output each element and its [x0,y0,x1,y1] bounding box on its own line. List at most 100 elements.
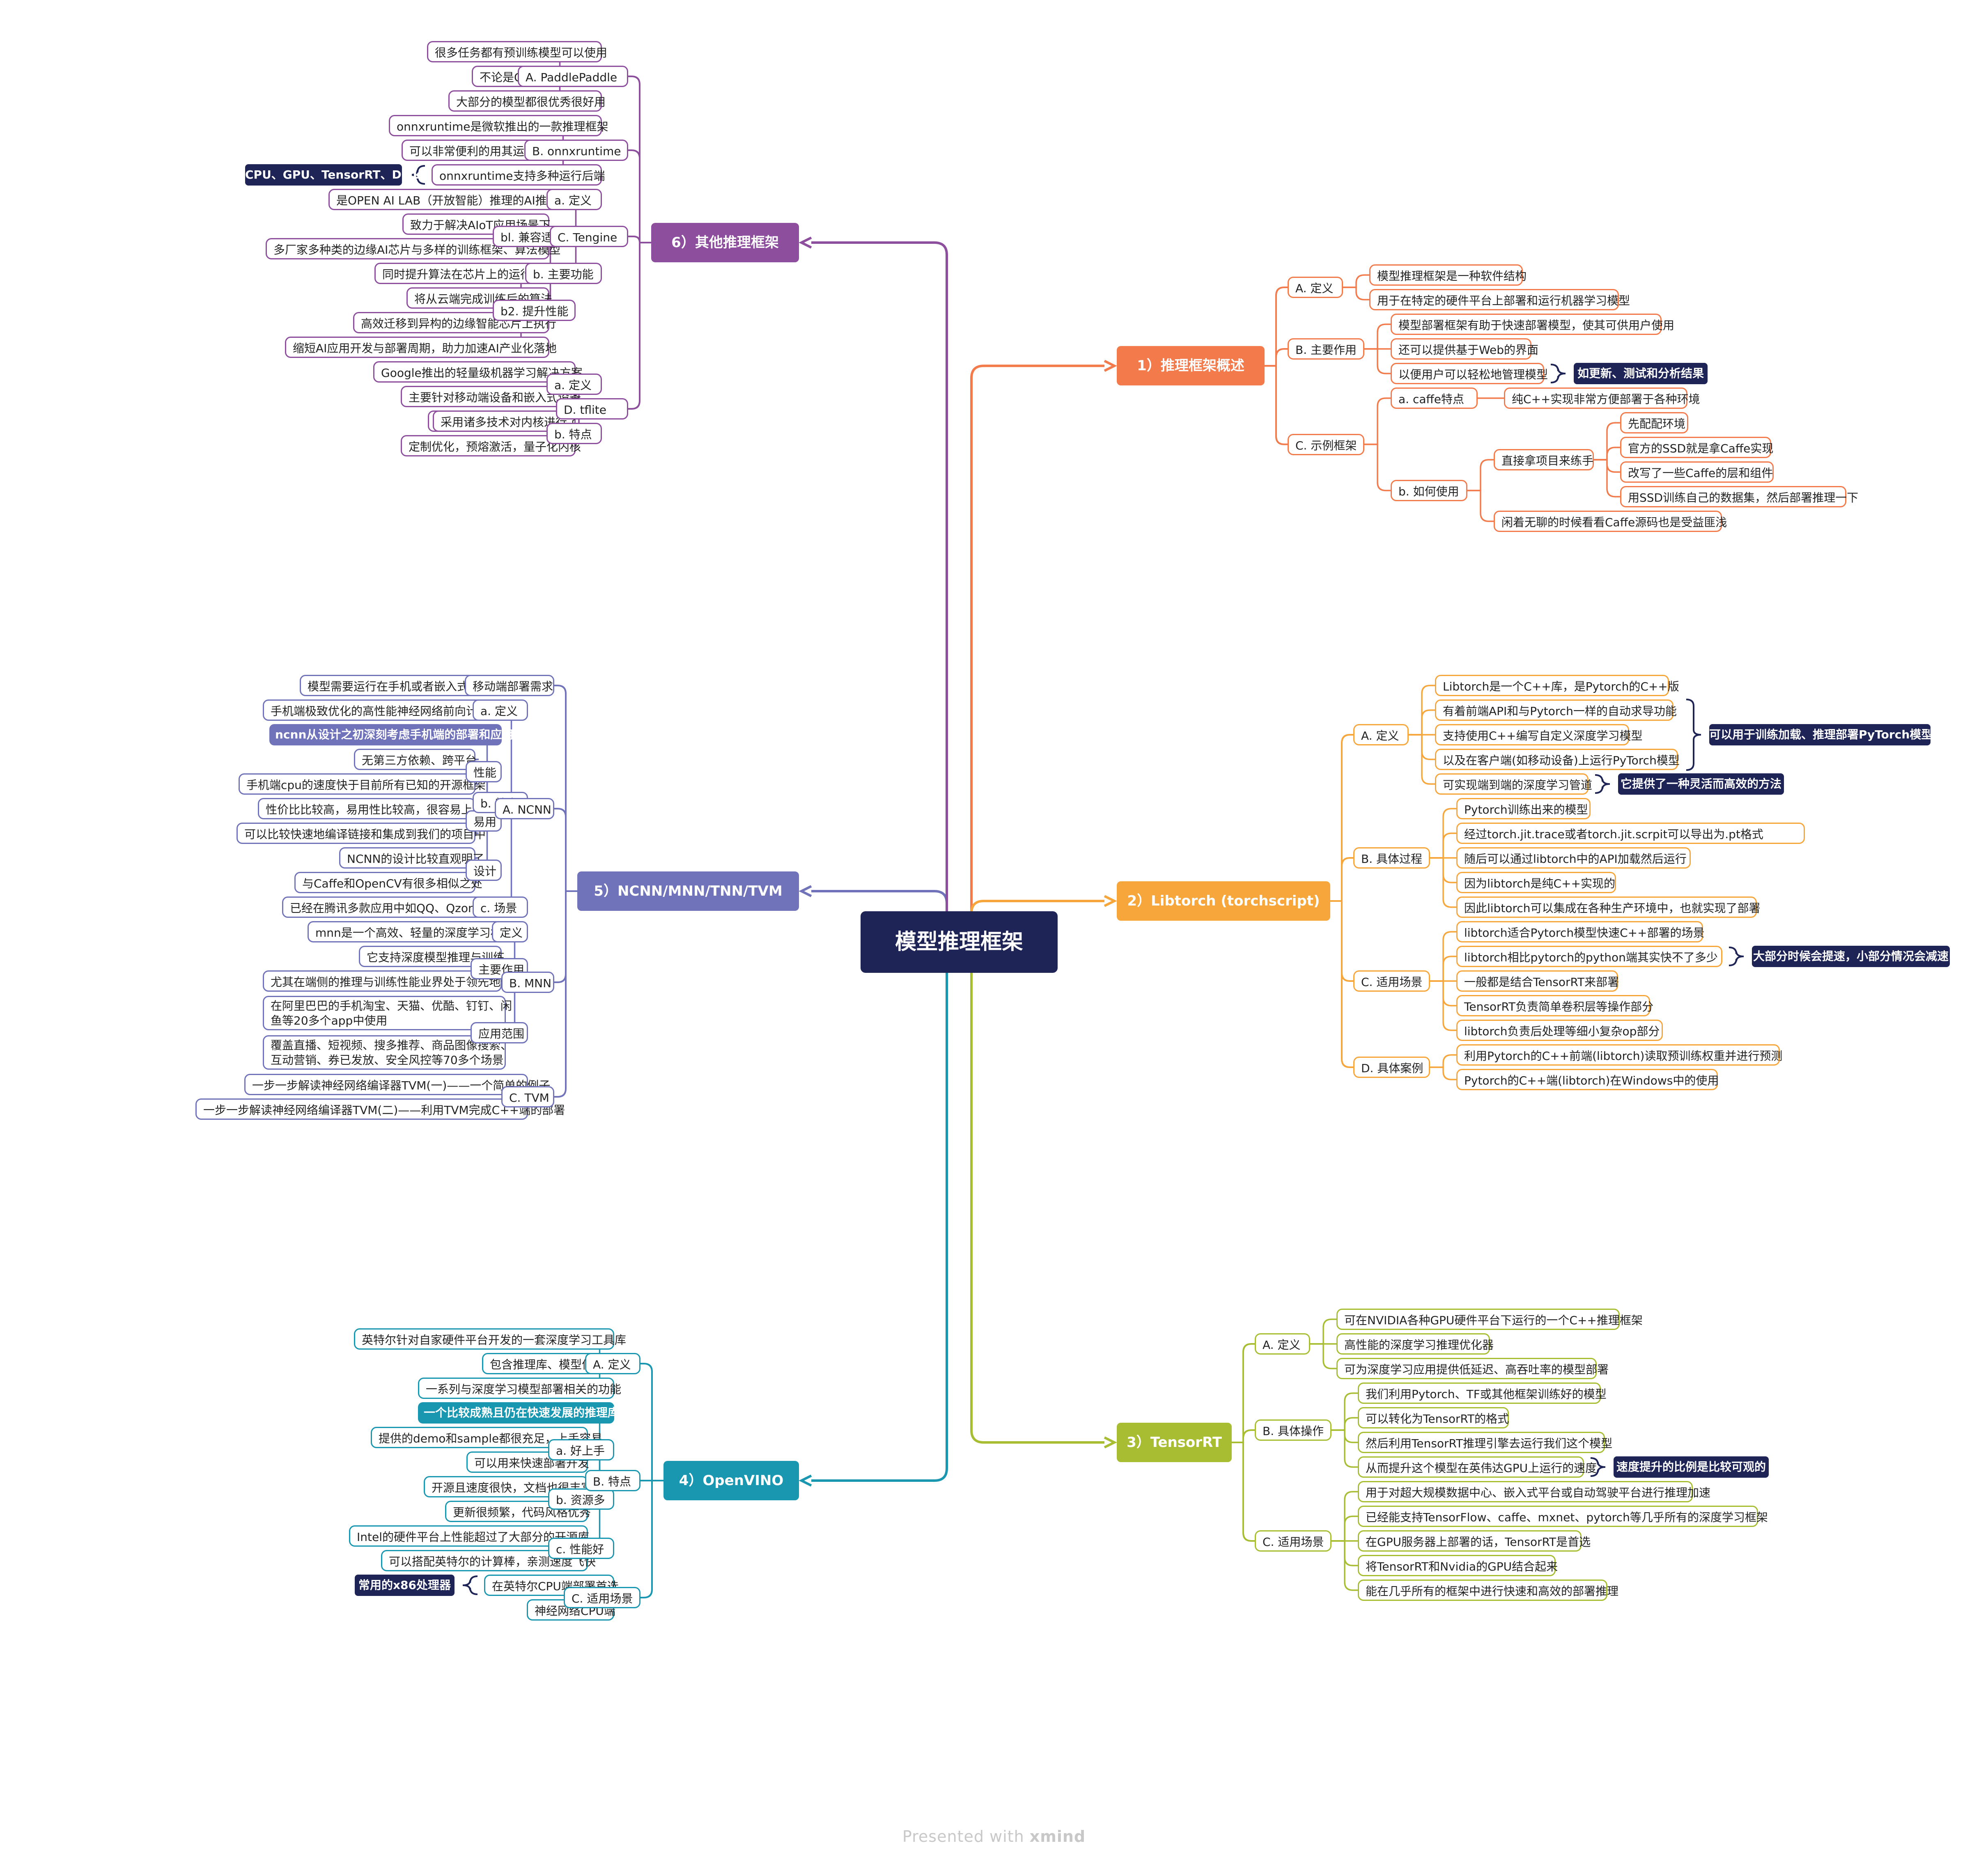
node-b2-c2-c4[interactable]: 能在几乎所有的框架中进行快速和高效的部署推理 [1358,1580,1618,1601]
node-b4-c1-c1-c3[interactable]: 设计 [466,860,502,881]
node-b0-c1-c0[interactable]: 模型部署框架有助于快速部署模型，使其可供用户使用 [1391,314,1674,335]
node-b5-c3-c1[interactable]: b. 特点 [546,423,602,444]
node-b4-c1-c0-c0[interactable]: 手机端极致优化的高性能神经网络前向计算框架 [263,699,512,721]
node-b2-c0-c2[interactable]: 可为深度学习应用提供低延迟、高吞吐率的模型部署 [1336,1358,1609,1379]
node-b0-c1[interactable]: B. 主要作用 [1288,338,1364,360]
node-b1-c2[interactable]: C. 适用场景 [1353,970,1430,992]
node-b1-c1-c2[interactable]: 随后可以通过libtorch中的API加载然后运行 [1456,847,1691,869]
node-b4-c1-c2[interactable]: c. 场景 [473,896,528,918]
node-b0-c1-c1[interactable]: 还可以提供基于Web的界面 [1391,338,1538,360]
node-b0-c0[interactable]: A. 定义 [1288,277,1343,298]
node-b4-c1-c2-c0[interactable]: 已经在腾讯多款应用中如QQ、Qzone、微信 [282,896,517,918]
node-b5-c1-c2[interactable]: onnxruntime支持多种运行后端 [432,164,605,186]
node-b2-c1[interactable]: B. 具体操作 [1255,1419,1331,1441]
node-b2-c0-c1[interactable]: 高性能的深度学习推理优化器 [1336,1333,1494,1355]
node-b4-c1-c1-c1[interactable]: 性能 [466,761,502,782]
node-b3-c1-c2-c1[interactable]: 更新很频繁，代码风格优秀 [445,1501,591,1522]
node-b4-c3-c1[interactable]: 一步一步解读神经网络编译器TVM(二)——利用TVM完成C++端的部署 [195,1098,565,1120]
node-b5-c2-c1-c1-c3[interactable]: 缩短AI应用开发与部署周期，助力加速AI产业化落地 [285,337,557,358]
node-b0-c2-c1-c0-c2[interactable]: 改写了一些Caffe的层和组件 [1620,461,1774,483]
node-b4-c2-c1-c1[interactable]: 尤其在端侧的推理与训练性能业界处于领先地位 [263,970,512,992]
node-b2-c1-c2[interactable]: 然后利用TensorRT推理引擎去运行我们这个模型 [1358,1432,1612,1453]
branch-2[interactable]: 2）Libtorch (torchscript) [1117,881,1330,921]
libtorch-group-note[interactable]: 可以用于训练加载、推理部署PyTorch模型 [1709,724,1933,745]
node-b1-c1-c0[interactable]: Pytorch训练出来的模型 [1456,798,1591,819]
node-b3-c1-c2[interactable]: b. 资源多 [548,1488,614,1510]
node-b5-c0-c0[interactable]: 很多任务都有预训练模型可以使用 [427,41,607,62]
node-b1-c2-c3[interactable]: TensorRT负责简单卷积层等操作部分 [1456,995,1653,1016]
node-b4-c2-c0-c0[interactable]: mnn是一个高效、轻量的深度学习框架 [308,921,514,942]
node-b0-c2-c1-c1[interactable]: 闲着无聊的时候看看Caffe源码也是受益匪浅 [1494,511,1727,532]
branch-5[interactable]: 5）NCNN/MNN/TNN/TVM [577,871,799,911]
node-b1-c2-c1[interactable]: libtorch相比pytorch的python端其实快不了多少 [1456,946,1722,967]
node-b4-c2-c2-c0[interactable]: 在阿里巴巴的手机淘宝、天猫、优酷、钉钉、闲鱼等20多个app中使用 [263,996,512,1030]
node-b0-c0-c1[interactable]: 用于在特定的硬件平台上部署和运行机器学习模型 [1369,289,1630,310]
node-b1-c0-c3[interactable]: 以及在客户端(如移动设备)上运行PyTorch模型 [1435,749,1680,770]
root-title[interactable]: 模型推理框架 [861,911,1058,973]
node-b5-c3-c0[interactable]: a. 定义 [546,374,602,395]
node-b0-c1-c2-note[interactable]: 如更新、测试和分析结果 [1574,363,1708,384]
node-b1-c3[interactable]: D. 具体案例 [1353,1057,1430,1078]
node-b2-c2-c0[interactable]: 用于对超大规模数据中心、嵌入式平台或自动驾驶平台进行推理加速 [1358,1481,1710,1502]
node-b2-c1-c3[interactable]: 从而提升这个模型在英伟达GPU上运行的速度 [1358,1456,1597,1478]
node-b3-c0-c2[interactable]: 一系列与深度学习模型部署相关的功能 [418,1378,621,1399]
node-b0-c2-c1-c0-c1[interactable]: 官方的SSD就是拿Caffe实现 [1620,437,1773,458]
node-b3-c2[interactable]: C. 适用场景 [564,1587,640,1608]
node-b2-c2-c3[interactable]: 将TensorRT和Nvidia的GPU结合起来 [1358,1555,1558,1576]
node-b1-c0-c1[interactable]: 有着前端API和与Pytorch一样的自动求导功能 [1435,699,1677,721]
node-b0-c2-c0-c0[interactable]: 纯C++实现非常方便部署于各种环境 [1504,387,1700,409]
node-b1-c1-c4[interactable]: 因此libtorch可以集成在各种生产环境中，也就实现了部署 [1456,896,1760,918]
node-b5-c2-c0[interactable]: a. 定义 [546,189,602,210]
node-b1-c0-c0[interactable]: Libtorch是一个C++库，是Pytorch的C++版 [1435,675,1679,696]
node-b2-c1-c3-note[interactable]: 速度提升的比例是比较可观的 [1614,1456,1769,1478]
node-b4-c1-c1-c1-c1[interactable]: 手机端cpu的速度快于目前所有已知的开源框架 [239,773,486,795]
node-b0-c1-c2[interactable]: 以便用户可以轻松地管理模型 [1391,363,1548,384]
node-b4-c2-c2-c1[interactable]: 覆盖直播、短视频、搜多推荐、商品图像搜索、互动营销、券已发放、安全风控等70多个… [263,1035,512,1070]
node-b1-c3-c1[interactable]: Pytorch的C++端(libtorch)在Windows中的使用 [1456,1069,1719,1090]
node-b5-c3-c0-c0[interactable]: Google推出的轻量级机器学习解决方案 [373,361,583,383]
node-b1-c2-c2[interactable]: 一般都是结合TensorRT来部署 [1456,970,1619,992]
node-b0-c2-c1-c0-c3[interactable]: 用SSD训练自己的数据集，然后部署推理一下 [1620,486,1858,507]
node-b1-c2-c4[interactable]: libtorch负责后处理等细小复杂op部分 [1456,1020,1663,1041]
node-b3-c2-c0-note[interactable]: 常用的x86处理器 [355,1575,455,1596]
node-b3-c0-c0[interactable]: 英特尔针对自家硬件平台开发的一套深度学习工具库 [354,1328,626,1350]
node-b1-c1[interactable]: B. 具体过程 [1353,847,1430,869]
branch-1[interactable]: 1）推理框架概述 [1117,346,1265,386]
node-b1-c2-c0[interactable]: libtorch适合Pytorch模型快速C++部署的场景 [1456,921,1705,942]
node-b1-c0-c4-note[interactable]: 它提供了一种灵活而高效的方法 [1618,773,1784,795]
node-b4-c1-c1-c3-c1[interactable]: 与Caffe和OpenCV有很多相似之处 [294,872,482,893]
node-b5-c3[interactable]: D. tflite [556,398,628,420]
node-b5-c2-c1[interactable]: b. 主要功能 [525,263,602,284]
node-b0-c2[interactable]: C. 示例框架 [1288,433,1364,455]
node-b4-c2-c0[interactable]: 定义 [492,921,528,942]
node-b4-c3[interactable]: C. TVM [501,1086,554,1107]
node-b4-c2[interactable]: B. MNN [501,972,554,993]
node-b2-c2[interactable]: C. 适用场景 [1255,1530,1331,1552]
node-b3-c1[interactable]: B. 特点 [585,1470,640,1491]
node-b2-c0[interactable]: A. 定义 [1255,1333,1310,1355]
branch-4[interactable]: 4）OpenVINO [663,1461,799,1500]
node-b2-c1-c0[interactable]: 我们利用Pytorch、TF或其他框架训练好的模型 [1358,1382,1607,1404]
node-b0-c2-c1-c0-c0[interactable]: 先配配环境 [1620,412,1688,433]
node-b2-c1-c1[interactable]: 可以转化为TensorRT的格式 [1358,1407,1509,1428]
node-b5-c2[interactable]: C. Tengine [550,226,628,247]
node-b5-c1-c0[interactable]: onnxruntime是微软推出的一款推理框架 [389,115,608,136]
node-b4-c1-c1-c2[interactable]: 易用 [466,810,502,832]
node-b5-c1-c2-note[interactable]: CPU、GPU、TensorRT、DML [245,164,420,186]
node-b0-c2-c1-c0[interactable]: 直接拿项目来练手 [1494,449,1594,470]
node-b1-c2-c1-note[interactable]: 大部分时候会提速，小部分情况会减速 [1752,946,1950,967]
node-b2-c2-c2[interactable]: 在GPU服务器上部署的话，TensorRT是首选 [1358,1530,1591,1552]
node-b5-c0-c2[interactable]: 大部分的模型都很优秀很好用 [448,90,606,112]
node-b2-c0-c0[interactable]: 可在NVIDIA各种GPU硬件平台下运行的一个C++推理框架 [1336,1309,1643,1330]
node-b3-c1-c3-c0[interactable]: Intel的硬件平台上性能超过了大部分的开源库 [349,1525,589,1547]
node-b2-c2-c1[interactable]: 已经能支持TensorFlow、caffe、mxnet、pytorch等几乎所有… [1358,1506,1768,1527]
node-b3-c1-c3[interactable]: c. 性能好 [548,1538,614,1559]
node-b0-c0-c0[interactable]: 模型推理框架是一种软件结构 [1369,264,1527,286]
node-b4-c1-c1-c3-c0[interactable]: NCNN的设计比较直观明了 [339,847,484,869]
node-b3-c0[interactable]: A. 定义 [585,1353,640,1374]
node-b5-c2-c0-c0[interactable]: 是OPEN AI LAB（开放智能）推理的AI推理框架 [328,189,581,210]
node-b4-c2-c2[interactable]: 应用范围 [471,1022,528,1043]
node-b4-c3-c0[interactable]: 一步一步解读神经网络编译器TVM(一)——一个简单的例子 [244,1074,550,1095]
node-b1-c1-c1[interactable]: 经过torch.jit.trace或者torch.jit.scrpit可以导出为… [1456,823,1805,844]
node-b1-c0-c4[interactable]: 可实现端到端的深度学习管道 [1435,773,1592,795]
